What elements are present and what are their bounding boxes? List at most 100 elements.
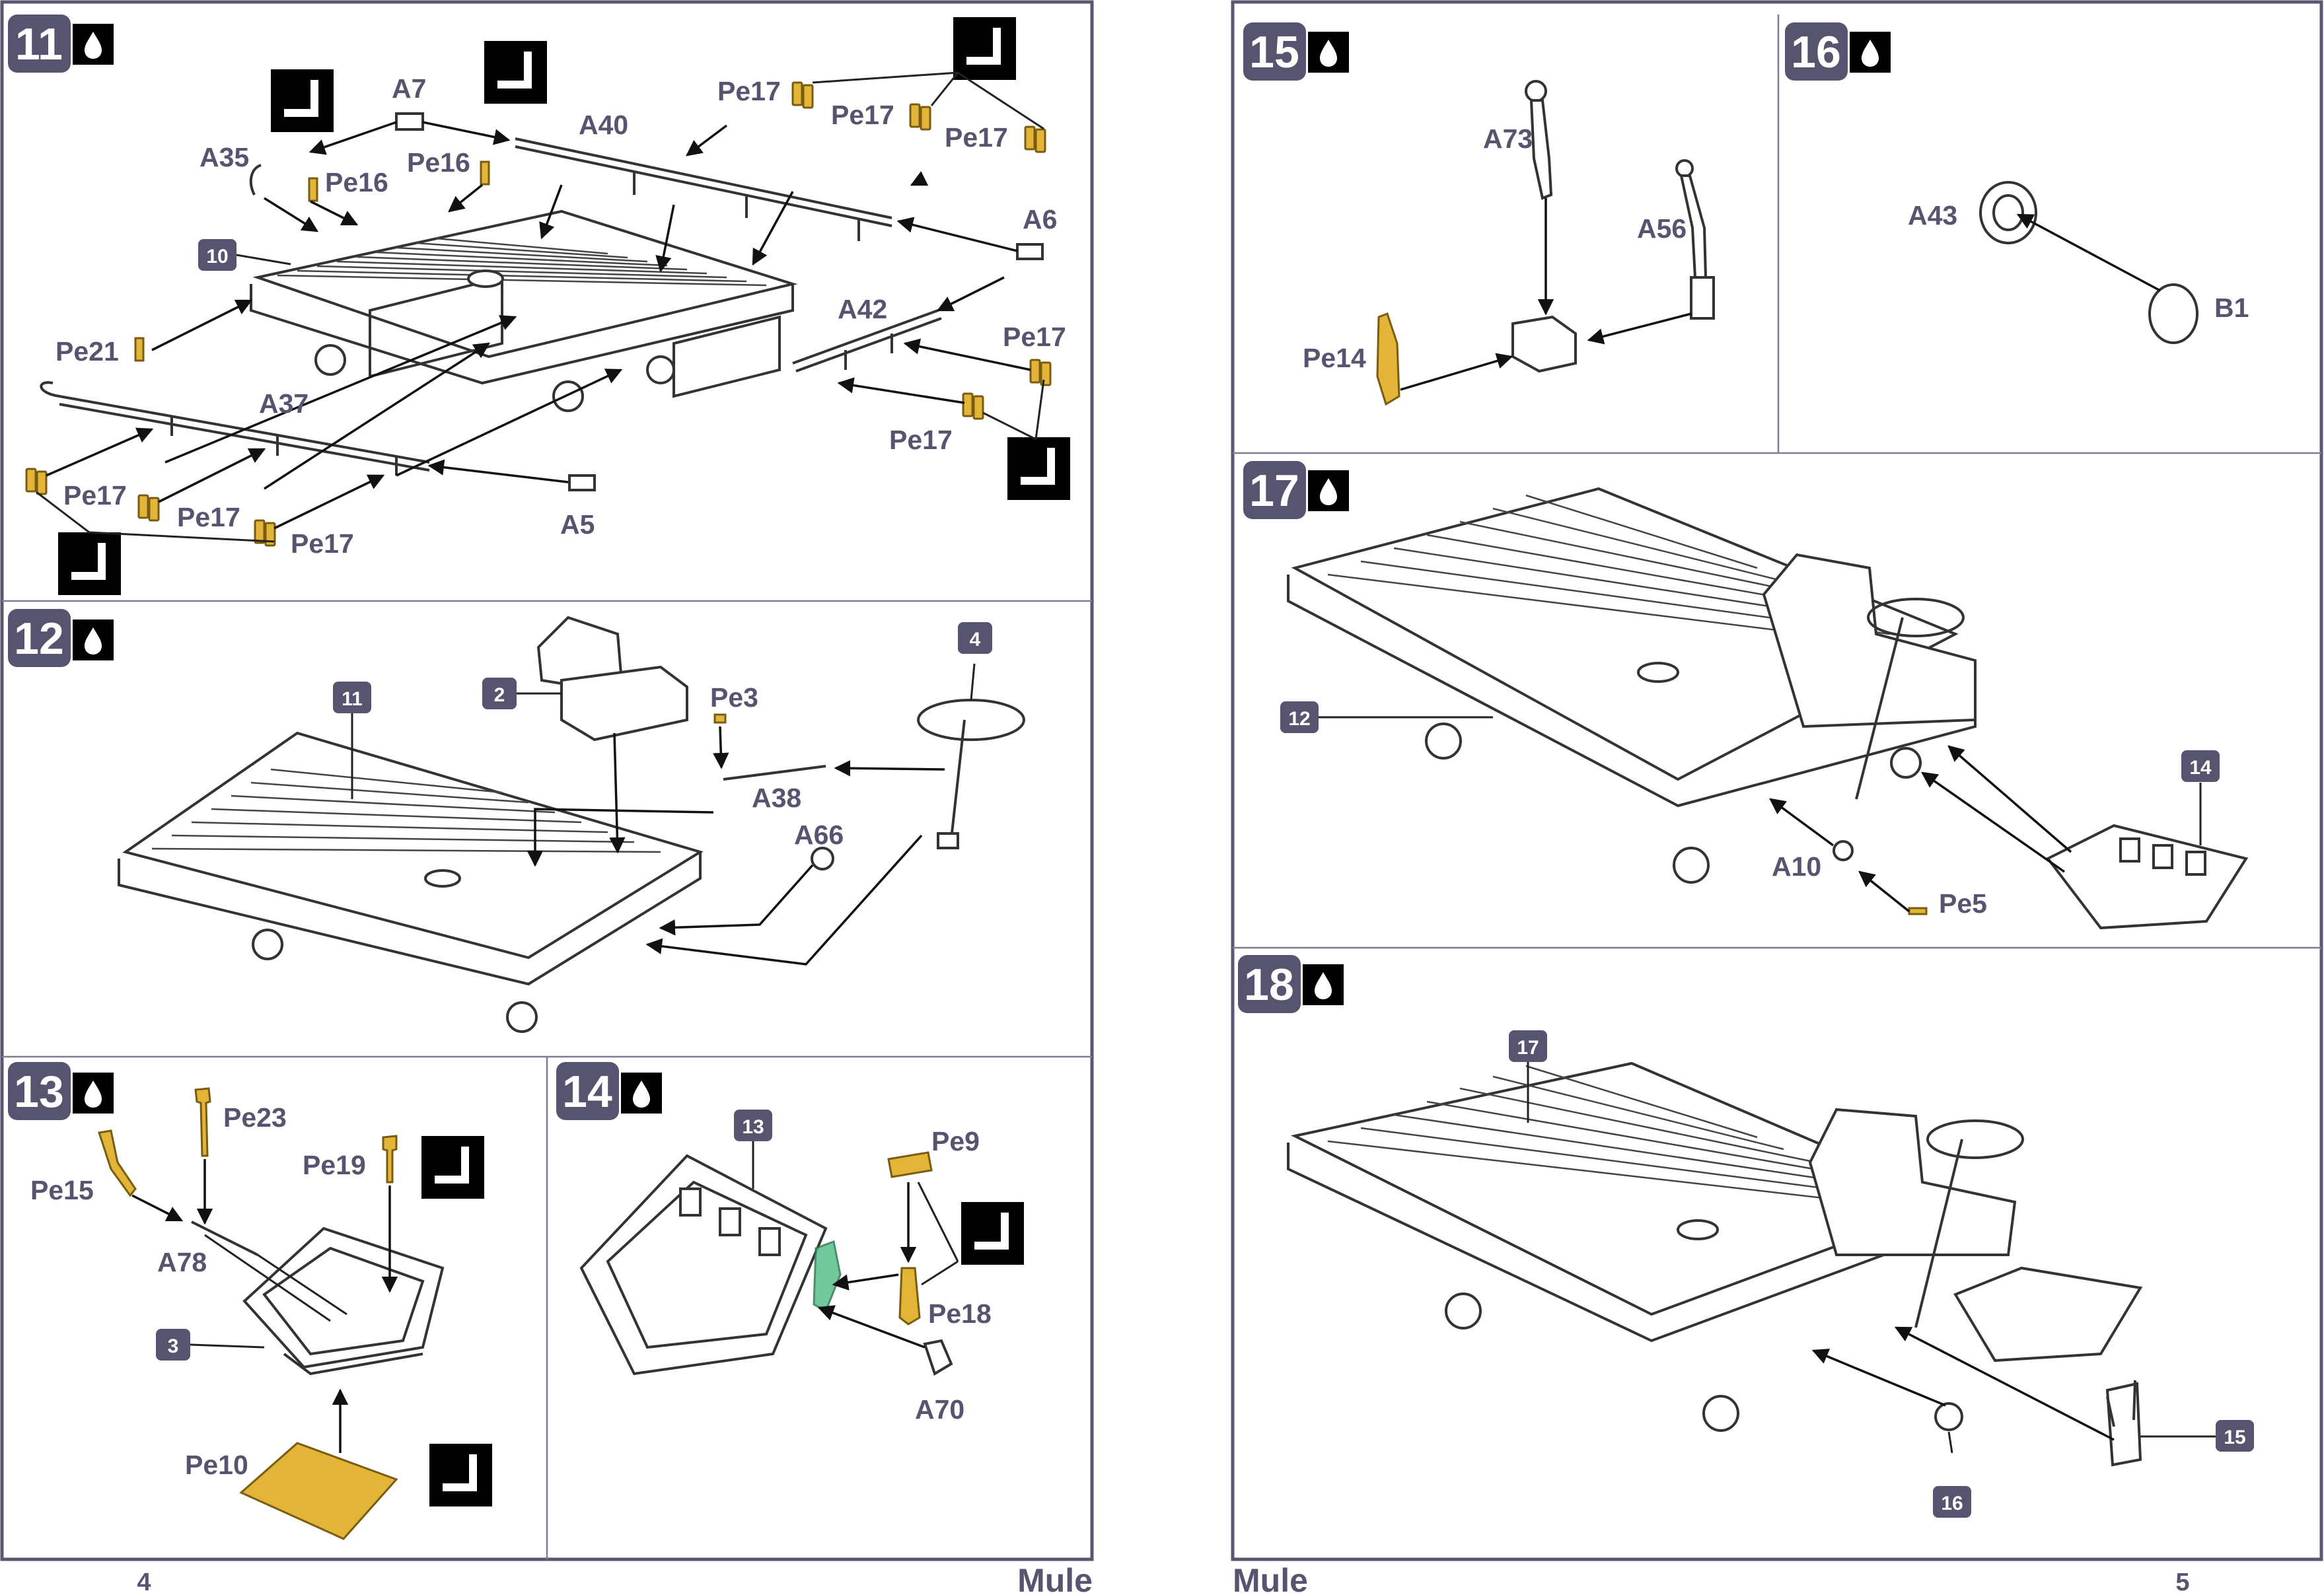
step-13-arrows [131, 1159, 398, 1453]
water-drop-icon [1850, 32, 1891, 73]
rail-a40-drawing [515, 137, 892, 241]
label-a10: A10 [1772, 851, 1821, 882]
part-a56-drawing [1675, 159, 1715, 320]
label-pe5: Pe5 [1939, 888, 1987, 919]
label-pe17-top-1: Pe17 [717, 76, 781, 106]
svg-text:18: 18 [1244, 960, 1294, 1010]
label-a35: A35 [200, 142, 249, 172]
svg-text:11: 11 [342, 688, 363, 710]
bend-corner-icon [1007, 437, 1070, 500]
part-a38-drawing [723, 765, 826, 781]
label-a7: A7 [392, 73, 426, 104]
step-16: 16 A43 B1 [1785, 22, 2249, 344]
svg-text:4: 4 [970, 629, 981, 651]
pe18-part [898, 1267, 921, 1326]
step-badge-13: 13 [8, 1062, 71, 1120]
pe16-part-a [308, 177, 318, 202]
page-number-right: 5 [2175, 1569, 2189, 1593]
pe9-part [887, 1151, 933, 1178]
water-drop-icon [73, 24, 114, 65]
label-a6: A6 [1023, 204, 1057, 234]
label-a43: A43 [1908, 200, 1957, 230]
part-16-drawing [1934, 1402, 1963, 1431]
pe19-part [382, 1135, 398, 1184]
step-12: 12 [8, 609, 1025, 1033]
water-drop-icon [73, 620, 114, 660]
ref-badge-10: 10 [198, 239, 236, 271]
water-drop-icon [1308, 470, 1349, 511]
step-badge-11: 11 [8, 15, 71, 73]
svg-text:13: 13 [14, 1067, 64, 1117]
label-pe17-top-3: Pe17 [945, 122, 1008, 153]
label-pe16-a: Pe16 [325, 167, 388, 197]
svg-text:15: 15 [2224, 1427, 2245, 1448]
label-pe9: Pe9 [931, 1126, 980, 1156]
svg-text:3: 3 [168, 1335, 179, 1357]
step-18: 18 [1238, 955, 2254, 1518]
ref-badge-3: 3 [156, 1329, 190, 1361]
rail-a37-drawing [40, 381, 430, 476]
step-17: 17 [1243, 461, 2249, 930]
label-pe19: Pe19 [303, 1150, 366, 1180]
svg-text:16: 16 [1941, 1493, 1963, 1514]
bend-corner-icon [58, 532, 121, 595]
label-a37: A37 [259, 388, 309, 419]
pe17-part-top-2 [909, 103, 931, 131]
step-badge-12: 12 [8, 609, 71, 667]
pe17-part-left-2 [137, 494, 160, 522]
pe15-part [98, 1129, 137, 1197]
pe17-part-right-2 [962, 392, 984, 420]
step-14: 14 Pe9 Pe18 A70 13 [556, 1062, 1024, 1425]
bend-corner-icon [961, 1202, 1024, 1265]
bed-frame-drawing [250, 209, 798, 412]
svg-text:17: 17 [1249, 466, 1299, 516]
svg-text:14: 14 [562, 1067, 612, 1117]
label-a38: A38 [752, 783, 801, 813]
pe21-part [134, 337, 145, 362]
part-a78-drawing [191, 1221, 258, 1256]
basket-drawing [579, 1154, 828, 1376]
pe17-part-top-3 [1024, 125, 1046, 153]
bend-corner-icon [421, 1136, 484, 1199]
ref-badge-14: 14 [2181, 750, 2220, 782]
label-a70: A70 [915, 1394, 964, 1425]
water-drop-icon [1303, 964, 1344, 1005]
ref-badge-15: 15 [2216, 1420, 2254, 1452]
part-a6-drawing [1016, 243, 1044, 260]
label-a5: A5 [560, 509, 595, 540]
label-pe15: Pe15 [30, 1175, 94, 1205]
label-pe17-left-1: Pe17 [63, 480, 127, 511]
pe17-part-top-1 [791, 81, 814, 109]
pe5-part [1908, 907, 1928, 915]
svg-text:2: 2 [494, 684, 505, 706]
step-11: 11 [8, 15, 1070, 595]
steering-wheel-drawing [917, 699, 1025, 849]
label-a42: A42 [838, 294, 887, 324]
label-a40: A40 [579, 110, 628, 140]
step-badge-16: 16 [1785, 22, 1848, 81]
svg-text:14: 14 [2189, 757, 2212, 779]
water-drop-icon [621, 1073, 662, 1114]
bend-corner-icon [484, 41, 547, 104]
step-badge-18: 18 [1238, 955, 1301, 1013]
pe3-part [713, 713, 727, 724]
label-a78: A78 [157, 1247, 207, 1277]
water-drop-icon [73, 1073, 114, 1114]
ref-badge-4: 4 [958, 622, 992, 654]
label-a73: A73 [1483, 124, 1533, 154]
svg-text:16: 16 [1791, 27, 1841, 77]
ref-badge-11: 11 [333, 682, 371, 713]
pe17-part-left-1 [25, 468, 48, 495]
part-a7-drawing [395, 112, 424, 131]
label-pe23: Pe23 [223, 1102, 287, 1133]
ref-badge-13: 13 [734, 1110, 772, 1141]
svg-text:10: 10 [206, 246, 228, 267]
basket-drawing [2045, 824, 2249, 930]
part-a35-drawing [249, 164, 262, 195]
label-a66: A66 [794, 820, 844, 850]
ref-badge-2: 2 [482, 678, 517, 709]
ref-badge-17: 17 [1509, 1030, 1547, 1062]
label-pe10: Pe10 [185, 1450, 248, 1480]
step-18-arrows [1527, 1062, 2216, 1454]
